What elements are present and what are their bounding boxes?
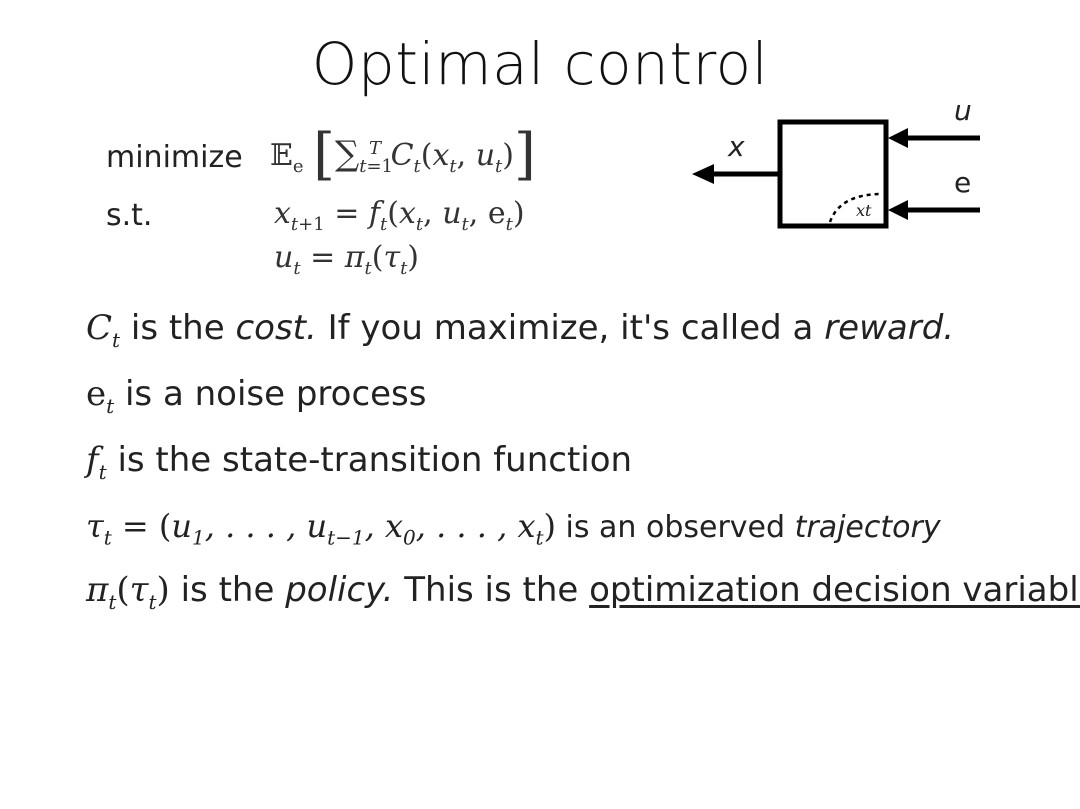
objective-expression: 𝔼e [∑t=1T Ct(xt, ut)] [270, 122, 536, 187]
e-input-label: e [954, 166, 971, 199]
dynamics-constraint: xt+1 = ft(xt, ut, et) [274, 196, 525, 235]
u-input-label: u [954, 94, 972, 127]
system-block-diagram: x u e xt [680, 90, 1000, 250]
definition-cost: Ct is the cost. If you maximize, it's ca… [86, 308, 955, 352]
definition-policy: πt(τt) is the policy. This is the optimi… [86, 570, 1080, 614]
definition-transition: ft is the state-transition function [86, 440, 633, 484]
minimize-label: minimize [106, 140, 243, 175]
slide-title: Optimal control [311, 30, 769, 98]
policy-constraint: ut = πt(τt) [274, 240, 420, 279]
state-label: xt [856, 201, 872, 220]
st-label: s.t. [106, 198, 153, 233]
definition-trajectory: τt = (u1, . . . , ut−1, x0, . . . , xt) … [86, 507, 941, 550]
definition-noise: et is a noise process [86, 374, 427, 418]
x-output-label: x [727, 130, 745, 163]
